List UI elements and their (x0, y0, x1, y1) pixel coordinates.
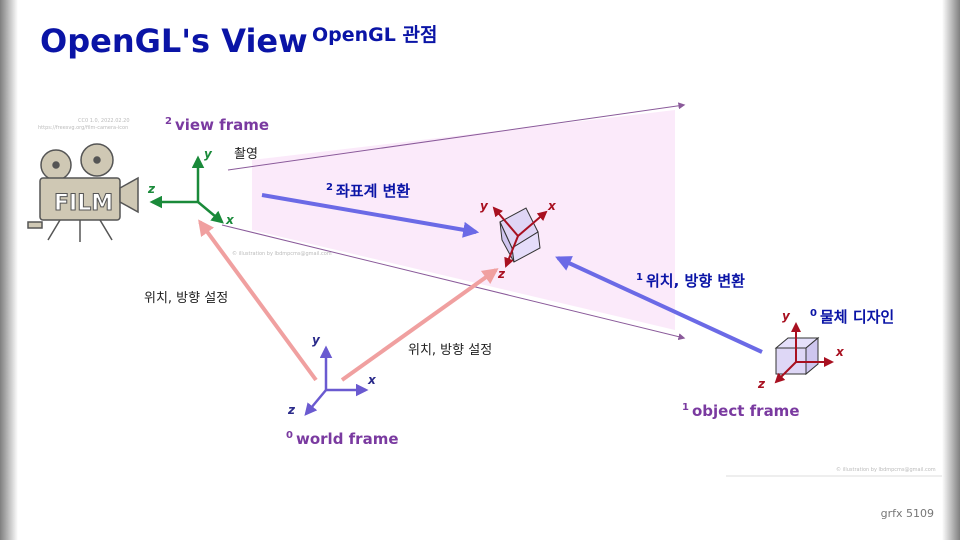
film-camera-icon (27, 143, 139, 242)
pos-dir-mid-label: 위치, 방향 설정 (408, 343, 492, 358)
pos-dir-transform-index: 1 (636, 272, 643, 283)
pos-dir-transform-arrow (555, 256, 763, 354)
pos-dir-transform-label: 위치, 방향 변환 (646, 272, 745, 290)
frustum-top-edge (227, 102, 686, 171)
illustration-credit-2: © illustration by lbdmpcms@gmail.com (836, 467, 936, 473)
world-frame-axes (304, 345, 369, 416)
slide-title: OpenGL's View (40, 22, 308, 60)
object-y-label: y (782, 309, 791, 323)
coord-transform-index: 2 (326, 182, 333, 193)
view-x-label: x (225, 213, 235, 227)
view-y-label: y (204, 147, 213, 161)
film-label: FILM (54, 191, 113, 216)
view-frame-label: view frame (175, 116, 269, 134)
world-x-label: x (367, 373, 377, 387)
world-frame-index: 0 (286, 430, 293, 441)
coord-transform-arrow (261, 193, 480, 238)
right-edge-shade (942, 0, 960, 540)
footer-page-id: grfx 5109 (880, 507, 934, 520)
object-frame-label: object frame (692, 402, 800, 420)
world-z-label: z (287, 403, 296, 417)
object-design-label: 물체 디자인 (820, 308, 894, 326)
object-frame-axes (774, 322, 834, 384)
coord-transform-label: 좌표계 변환 (336, 182, 410, 200)
view-frame-axes (149, 155, 224, 224)
object-z-label: z (757, 377, 766, 391)
frustum-bottom-edge (221, 224, 686, 341)
world-frame-label: world frame (296, 430, 399, 448)
object-cube (774, 336, 820, 376)
world-y-label: y (312, 333, 321, 347)
left-edge-shade (0, 0, 18, 540)
transformed-cube (499, 207, 541, 263)
view-frustum (252, 110, 675, 330)
object-x-label: x (835, 345, 845, 359)
view-z-label: z (147, 182, 156, 196)
shoot-label: 촬영 (234, 147, 258, 162)
cube-z-label: z (497, 267, 506, 281)
film-license-credit: CC0 1.0, 2022.02.20 (78, 118, 130, 124)
cube-y-label: y (480, 199, 489, 213)
pos-dir-left-label: 위치, 방향 설정 (144, 291, 228, 306)
view-frame-index: 2 (165, 116, 172, 127)
transformed-cube-axes (492, 206, 548, 268)
object-design-index: 0 (810, 308, 817, 319)
illustration-credit-1: © illustration by lbdmpcms@gmail.com (232, 251, 332, 257)
object-frame-index: 1 (682, 402, 689, 413)
world-to-view-arrow (198, 219, 318, 382)
cube-x-label: x (547, 199, 557, 213)
slide-subtitle: OpenGL 관점 (312, 24, 438, 46)
world-to-cube-arrow (340, 268, 499, 382)
film-url-credit: https://freesvg.org/film-camera-icon (38, 125, 129, 131)
